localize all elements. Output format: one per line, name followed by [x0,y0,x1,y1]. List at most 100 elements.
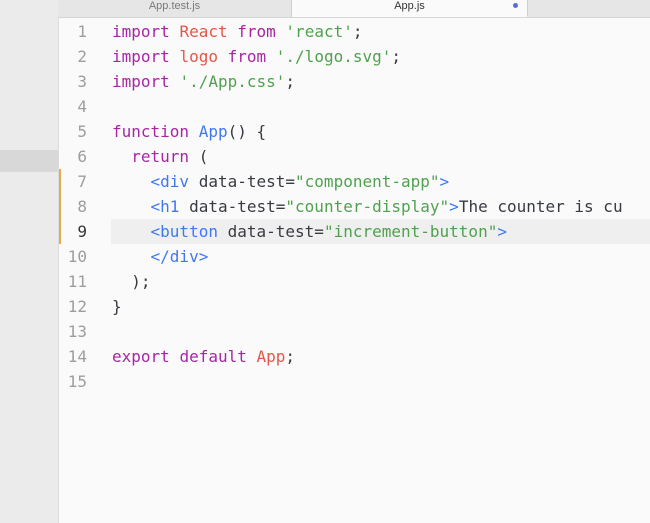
code-token: <div [150,172,190,191]
line-number: 5 [77,122,87,141]
unsaved-dot-icon [513,3,518,8]
code-token: "increment-button" [323,222,498,241]
code-line[interactable]: 1 import React from 'react'; [59,19,650,44]
code-token: ; [285,347,296,366]
code-token: React [179,22,228,41]
code-line[interactable]: 11 ); [59,269,650,294]
code-token: import [112,47,170,66]
code-line[interactable]: 14 export default App; [59,344,650,369]
code-token: App [256,347,286,366]
code-line[interactable]: 15 [59,369,650,394]
code-token: from [227,47,267,66]
code-token: return [131,147,190,166]
line-number: 11 [67,272,87,291]
code-token [189,122,199,141]
tab-app-js[interactable]: App.js [292,0,528,17]
code-editor[interactable]: 1 import React from 'react'; 2 import logo … [59,18,650,523]
line-code: <h1 data-test="counter-display">The coun… [112,194,623,219]
code-token [112,197,151,216]
code-token: './App.css' [179,72,286,91]
code-token: App [198,122,228,141]
tab-app-test-js[interactable]: App.test.js [58,0,292,17]
git-modified-marker [59,194,61,219]
git-modified-marker [59,169,61,194]
line-code: return ( [112,144,208,169]
line-code: <div data-test="component-app"> [112,169,450,194]
code-token: "counter-display" [285,197,450,216]
code-token [170,347,180,366]
line-number: 3 [77,72,87,91]
code-line[interactable]: 7 <div data-test="component-app"> [59,169,650,194]
code-token: ( [189,147,209,166]
code-line[interactable]: 12} [59,294,650,319]
line-code: import React from 'react'; [112,19,363,44]
code-token [112,147,131,166]
line-code: import logo from './logo.svg'; [112,44,401,69]
code-line[interactable]: 2 import logo from './logo.svg'; [59,44,650,69]
code-token: > [449,197,459,216]
line-number: 6 [77,147,87,166]
line-number: 15 [67,372,87,391]
code-line[interactable]: 8 <h1 data-test="counter-display">The co… [59,194,650,219]
line-number: 14 [67,347,87,366]
line-number: 7 [77,172,87,191]
code-token: ; [352,22,363,41]
code-line[interactable]: 10 </div> [59,244,650,269]
code-token: import [112,72,170,91]
gutter-background [59,219,111,244]
line-number: 9 [77,222,87,241]
code-token: logo [179,47,218,66]
code-token: <h1 [150,197,180,216]
code-token: The counter is cu [458,197,623,216]
line-code: function App() { [112,119,266,144]
code-token: export [112,347,170,366]
line-number: 12 [67,297,87,316]
code-line[interactable]: 6 return ( [59,144,650,169]
code-token: </div> [150,247,209,266]
line-number: 8 [77,197,87,216]
code-token: } [112,297,122,316]
code-token [276,22,286,41]
code-token: './logo.svg' [275,47,392,66]
code-line[interactable]: 3 import './App.css'; [59,69,650,94]
code-token: import [112,22,170,41]
code-token: ); [112,272,151,291]
code-token: ; [391,47,402,66]
line-code: } [112,294,122,319]
code-token [218,47,228,66]
code-line[interactable]: 9 <button data-test="increment-button"> [59,219,650,244]
code-token: > [497,222,507,241]
line-number: 1 [77,22,87,41]
line-code: import './App.css'; [112,69,295,94]
line-code: ); [112,269,151,294]
line-code: </div> [112,244,209,269]
code-token: data-test= [217,222,324,241]
line-number: 13 [67,322,87,341]
code-token [112,222,151,241]
git-modified-marker [59,219,61,244]
code-token [228,22,238,41]
code-token: "component-app" [295,172,440,191]
code-token: default [179,347,247,366]
line-number: 10 [67,247,87,266]
code-token: function [112,122,190,141]
code-line[interactable]: 13 [59,319,650,344]
sidebar-selected-item[interactable] [0,150,58,172]
code-token: data-test= [179,197,286,216]
code-token: from [237,22,276,41]
code-token [170,47,180,66]
sidebar[interactable] [0,0,59,523]
code-token [112,172,151,191]
line-number: 4 [77,97,87,116]
tab-label: App.js [394,0,425,12]
code-token [170,22,180,41]
code-line[interactable]: 4 [59,94,650,119]
code-token: data-test= [189,172,296,191]
line-code: export default App; [112,344,295,369]
code-line[interactable]: 5 function App() { [59,119,650,144]
code-token [247,347,257,366]
tab-label: App.test.js [148,0,201,12]
code-token: > [439,172,450,191]
line-number: 2 [77,47,87,66]
